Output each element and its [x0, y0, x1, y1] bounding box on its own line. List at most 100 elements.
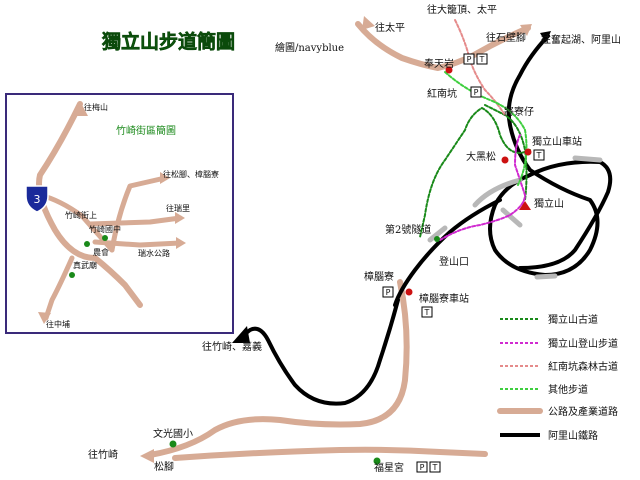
toilet-icon	[421, 306, 433, 318]
inset-poi-marker	[84, 241, 90, 247]
inset-label: 往松腳、樟腦寮	[163, 169, 219, 179]
badge-letter: T	[424, 308, 430, 317]
inset-label: 瑞水公路	[138, 248, 170, 258]
place-label: 將寮仔	[504, 105, 534, 118]
toilet-icon	[533, 149, 545, 161]
poi-dulishan-station	[524, 148, 532, 156]
inset-poi-marker	[102, 235, 108, 241]
map-title: 獨立山步道簡圖	[101, 30, 235, 53]
inset-arrow-north	[72, 101, 88, 116]
road-fengtianyan	[355, 21, 531, 71]
legend-label: 其他步道	[548, 383, 588, 396]
inset-label: 往瑞里	[166, 203, 190, 213]
inset-road-east	[87, 215, 183, 227]
place-label: 大黑松	[466, 150, 496, 163]
road-songjiao	[172, 446, 488, 461]
place-label: 獨立山	[534, 197, 564, 210]
badge-letters: P T P T P T P T	[386, 55, 542, 472]
summit-icon	[519, 201, 531, 210]
place-label: 福星宮	[374, 461, 404, 474]
toilet-icon	[429, 461, 441, 473]
place-label: 往石壁腳	[486, 31, 526, 44]
facility-badges	[382, 53, 545, 473]
trails	[419, 19, 531, 241]
place-label: 獨立山車站	[532, 135, 582, 148]
inset-poi-marker	[69, 272, 75, 278]
arrow-to-fenqihu	[540, 31, 551, 43]
legend-label: 獨立山古道	[548, 313, 598, 326]
inset-arrow-ne	[160, 172, 170, 184]
place-label: 奉天岩	[424, 57, 454, 70]
place-label: 樟腦寮車站	[419, 292, 469, 305]
tunnel	[500, 207, 523, 228]
place-label: 第2號隧道	[385, 223, 431, 236]
place-label: 樟腦寮	[364, 270, 394, 283]
inset-arrow-ruishui	[176, 237, 186, 249]
poi-fuxing-temple	[373, 457, 381, 465]
legend-label: 阿里山鐵路	[548, 429, 598, 442]
poi-wenguang-school	[169, 440, 177, 448]
highway-number: 3	[34, 193, 41, 206]
inset-label: 往中埔	[46, 319, 70, 329]
badge-letter: P	[386, 288, 391, 297]
parking-icon	[416, 461, 428, 473]
place-label: 登山口	[439, 255, 469, 268]
arrow-to-taiping	[362, 16, 375, 30]
poi-fengtianyan	[445, 66, 453, 74]
badge-letter: P	[474, 88, 479, 97]
tunnel	[572, 155, 603, 163]
place-label: 往竹崎、嘉義	[202, 340, 262, 353]
highway-3-shield: 3	[25, 185, 49, 213]
badge-letter: T	[432, 463, 438, 472]
inset-label: 往梅山	[84, 102, 108, 112]
inset-road-ruishui	[92, 239, 183, 248]
inset-label: 農會	[93, 247, 109, 257]
rail-spiral-outer	[518, 159, 613, 270]
legend-label: 紅南坑森林古道	[548, 360, 618, 373]
arrow-to-zhuqi	[140, 449, 154, 463]
inset-road-south	[43, 255, 75, 321]
inset-arrow-south	[38, 312, 51, 324]
trail-other	[444, 71, 528, 186]
rail-to-station	[393, 198, 502, 307]
legend-label: 公路及產業道路	[548, 405, 618, 418]
inset-label: 竹崎街上	[65, 210, 97, 220]
place-label: 往大籠頂、太平	[427, 3, 497, 16]
tunnel	[534, 273, 558, 280]
tunnel-no2	[427, 225, 448, 243]
map-author: 繪圖/navyblue	[275, 41, 344, 54]
place-label: 往太平	[375, 21, 405, 34]
industrial-roads	[140, 16, 532, 463]
inset-road-main	[36, 101, 143, 308]
arrow-to-chiayi	[232, 326, 250, 343]
badge-letter: T	[536, 151, 542, 160]
place-label: 松腳	[154, 460, 174, 473]
badge-letter: P	[420, 463, 425, 472]
poi-zhangnaoliao	[405, 288, 413, 296]
poi-daheisong	[501, 156, 509, 164]
badge-letter: P	[467, 55, 472, 64]
place-label: 紅南坑	[427, 87, 457, 100]
legend-label: 獨立山登山步道	[548, 337, 618, 350]
trail-climbing	[439, 134, 527, 241]
inset-label: 竹崎國中	[89, 224, 121, 234]
inset-label: 真武廟	[73, 260, 97, 270]
trail-old-route-2	[484, 104, 528, 201]
place-label: 往竹崎	[88, 448, 118, 461]
poi-markers	[169, 66, 532, 465]
badge-letter: T	[479, 55, 485, 64]
road-main-south	[147, 279, 410, 458]
place-label: 往奮起湖、阿里山	[541, 33, 621, 46]
toilet-icon	[476, 53, 488, 65]
alishan-railway	[232, 31, 613, 406]
trail-old-route	[419, 106, 531, 238]
arrow-to-shibijiao	[520, 24, 532, 36]
parking-icon	[470, 86, 482, 98]
parking-icon	[463, 53, 475, 65]
place-labels: 往大籠頂、太平 往太平 往石壁腳 往奮起湖、阿里山 奉天岩 紅南坑 將寮仔 獨立…	[88, 3, 621, 474]
place-label: 文光國小	[153, 427, 193, 440]
inset-title: 竹崎街區簡圖	[116, 124, 176, 137]
parking-icon	[382, 286, 394, 298]
